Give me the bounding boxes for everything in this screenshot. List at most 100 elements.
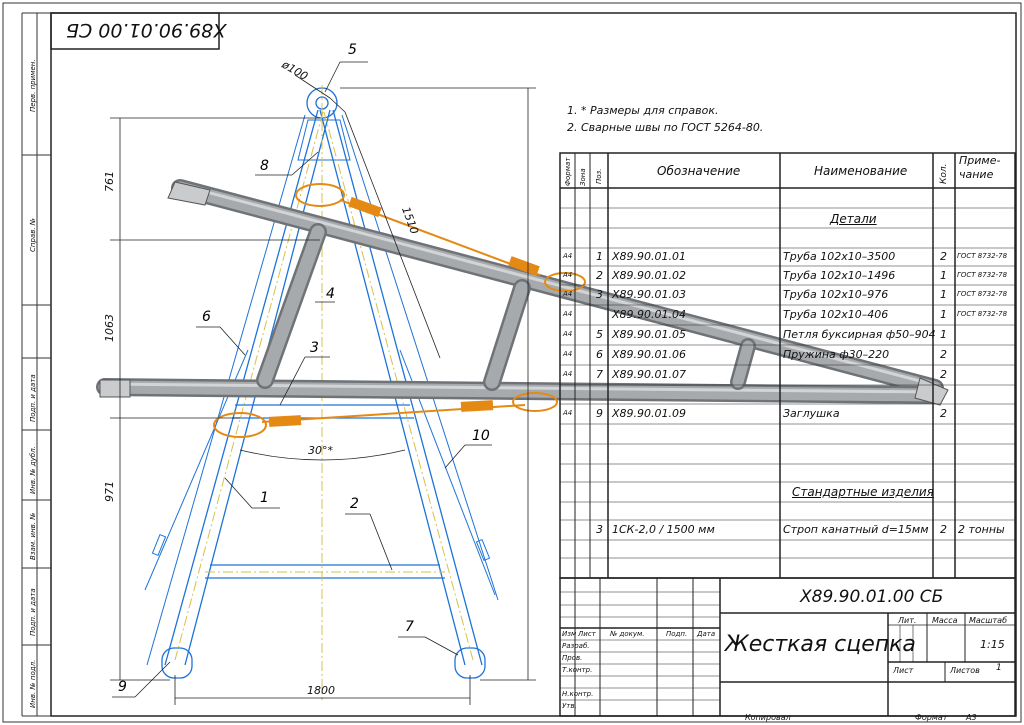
spec-cell-pos: 9 bbox=[596, 407, 603, 420]
spec-cell-name: Заглушка bbox=[783, 407, 840, 420]
tb-doc: № докум. bbox=[610, 630, 645, 638]
spec-header-pos: Поз. bbox=[595, 168, 603, 185]
tube-assembly bbox=[96, 179, 949, 406]
title-block-grid bbox=[559, 577, 1016, 717]
spec-cell-qty: 1 bbox=[940, 269, 947, 282]
dim-1063: 1063 bbox=[103, 314, 116, 342]
tb-role: Разраб. bbox=[562, 642, 590, 650]
tb-sign: Подп. bbox=[666, 630, 688, 638]
spec-cell-format: А4 bbox=[563, 409, 573, 417]
spec-cell-pos: 6 bbox=[596, 348, 603, 361]
strip-label: Взам. инв. № bbox=[29, 512, 37, 560]
spec-cell-qty: 1 bbox=[940, 308, 947, 321]
spec-cell-name: Труба 102х10–976 bbox=[783, 288, 889, 301]
spec-cell-format: А4 bbox=[563, 330, 573, 338]
inner-frame bbox=[50, 12, 1017, 717]
spec-cell-name: Пружина ф30–220 bbox=[783, 348, 890, 361]
scale-value: 1:15 bbox=[980, 638, 1005, 651]
spec-cell-designation: Х89.90.01.09 bbox=[612, 407, 687, 420]
spec-cell-pos: 7 bbox=[596, 368, 603, 381]
drawing-name: Жесткая сцепка bbox=[725, 632, 916, 657]
note-1: 1. * Размеры для справок. bbox=[567, 104, 719, 117]
callout-10: 10 bbox=[472, 428, 490, 444]
spec-cell-name: Строп канатный d=15мм bbox=[783, 523, 929, 536]
spec-cell-qty: 2 bbox=[940, 348, 947, 361]
sheets-label: Листов bbox=[950, 666, 980, 675]
callout-7: 7 bbox=[405, 619, 414, 635]
callout-8: 8 bbox=[260, 158, 269, 174]
callout-3: 3 bbox=[310, 340, 319, 356]
spec-cell-designation: Х89.90.01.07 bbox=[612, 368, 687, 381]
spec-cell-note: ГОСТ 8732-78 bbox=[957, 310, 1008, 318]
copied-label: Копировал bbox=[745, 713, 791, 722]
dim-761: 761 bbox=[103, 171, 116, 192]
dim-angle: 30°* bbox=[308, 444, 333, 457]
strip-label: Справ. № bbox=[29, 217, 37, 252]
tb-role: Утв. bbox=[562, 702, 577, 710]
spec-cell-designation: 1СК-2,0 / 1500 мм bbox=[612, 523, 715, 536]
spec-cell-pos: 3 bbox=[596, 288, 603, 301]
towing-rope bbox=[213, 183, 586, 438]
spec-cell-note: 2 тонны bbox=[958, 523, 1005, 536]
spec-cell-name: Труба 102х10–3500 bbox=[783, 250, 896, 263]
spec-cell-qty: 1 bbox=[940, 328, 947, 341]
leader-lines bbox=[112, 61, 492, 698]
strip-label: Подп. и дата bbox=[29, 588, 37, 636]
spec-cell-pos: 3 bbox=[596, 523, 603, 536]
tb-list: Лист bbox=[578, 630, 596, 638]
spec-section-parts: Детали bbox=[830, 212, 877, 226]
spec-cell-note: ГОСТ 8732-78 bbox=[957, 271, 1008, 279]
spec-cell-pos: 2 bbox=[596, 269, 603, 282]
spec-cell-pos: 5 bbox=[596, 328, 603, 341]
strip-label: Инв. № подл. bbox=[29, 659, 37, 708]
spec-cell-name: Петля буксирная ф50–904 bbox=[783, 328, 936, 341]
tb-role: Н.контр. bbox=[562, 690, 594, 698]
spec-cell-qty: 2 bbox=[940, 523, 947, 536]
spec-cell-format: А4 bbox=[563, 350, 573, 358]
sheets-value: 1 bbox=[996, 663, 1002, 673]
format-value: А3 bbox=[966, 713, 977, 722]
spec-header-designation: Обозначение bbox=[657, 164, 741, 178]
doc-number: Х89.90.01.00 СБ bbox=[800, 587, 944, 607]
spec-header-name: Наименование bbox=[814, 164, 908, 178]
format-label: Формат bbox=[915, 713, 948, 722]
spec-cell-note: ГОСТ 8732-78 bbox=[957, 290, 1008, 298]
spec-cell-qty: 1 bbox=[940, 288, 947, 301]
tb-role: Пров. bbox=[562, 654, 583, 662]
spec-table-grid bbox=[559, 152, 1016, 579]
callout-6: 6 bbox=[202, 309, 211, 325]
lit-label: Лит. bbox=[898, 616, 917, 625]
strip-label: Подп. и дата bbox=[29, 374, 37, 422]
spec-cell-qty: 2 bbox=[940, 250, 947, 263]
spec-cell-designation: Х89.90.01.03 bbox=[612, 288, 687, 301]
mirrored-title-text: X89.90.01.00 СБ bbox=[66, 19, 227, 41]
spec-cell-designation: Х89.90.01.06 bbox=[612, 348, 687, 361]
spec-cell-qty: 2 bbox=[940, 407, 947, 420]
tb-date: Дата bbox=[697, 630, 716, 638]
spec-header-note: Приме- чание bbox=[959, 154, 1001, 181]
scale-label: Масштаб bbox=[969, 616, 1008, 625]
strip-label: Перв. примен. bbox=[29, 59, 37, 112]
tb-role: Т.контр. bbox=[562, 666, 593, 674]
mass-label: Масса bbox=[932, 616, 958, 625]
spec-cell-name: Труба 102х10–1496 bbox=[783, 269, 896, 282]
dimension-lines bbox=[110, 74, 536, 705]
mirrored-title-box bbox=[50, 12, 220, 50]
spec-section-standard: Стандартные изделия bbox=[792, 485, 934, 499]
sheet-label: Лист bbox=[893, 666, 914, 675]
spec-header-format: Формат bbox=[564, 157, 572, 186]
spec-cell-format: А4 bbox=[563, 310, 573, 318]
callout-9: 9 bbox=[118, 679, 127, 695]
tb-izm: Изм bbox=[562, 630, 577, 638]
spec-cell-name: Труба 102х10–406 bbox=[783, 308, 889, 321]
spec-cell-designation: Х89.90.01.05 bbox=[612, 328, 687, 341]
spec-header-zone: Зона bbox=[579, 168, 587, 186]
callout-2: 2 bbox=[350, 496, 359, 512]
spec-cell-note: ГОСТ 8732-78 bbox=[957, 252, 1008, 260]
dim-1800: 1800 bbox=[307, 684, 335, 697]
spec-cell-designation: Х89.90.01.02 bbox=[612, 269, 687, 282]
spec-cell-designation: Х89.90.01.01 bbox=[612, 250, 687, 263]
